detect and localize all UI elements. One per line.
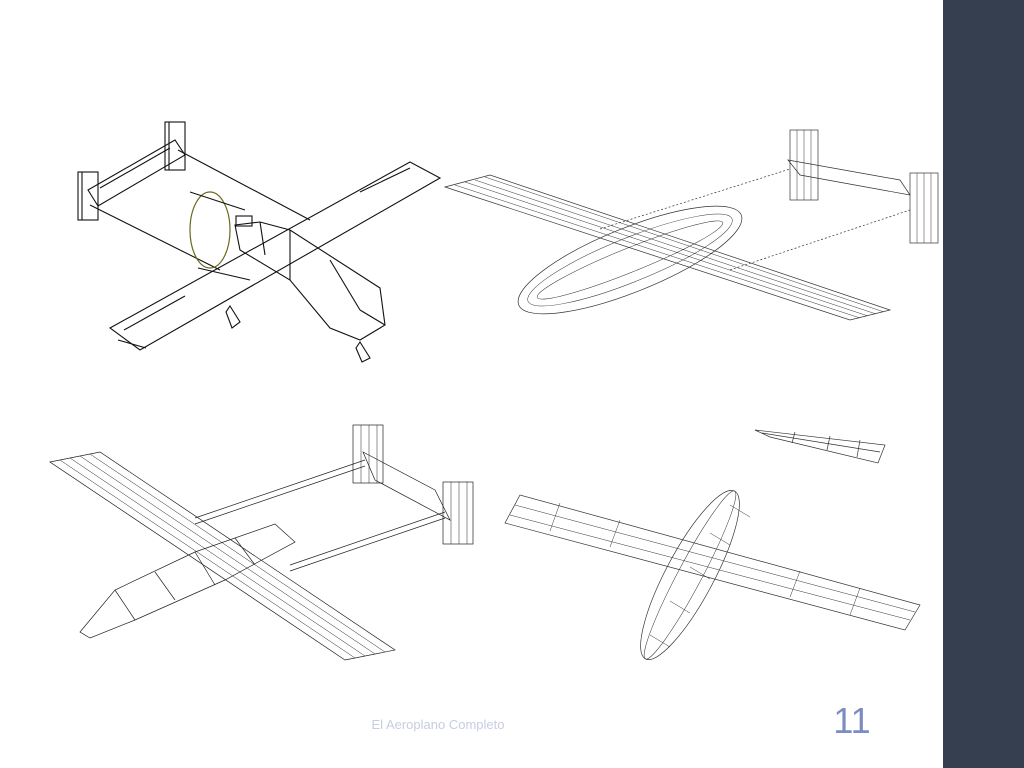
- uav-line-drawing-figure: [60, 110, 460, 380]
- uav-grid-mesh-icon: [504, 429, 921, 660]
- uav-panel-mesh-icon: [49, 424, 474, 661]
- uav-wireframe-mesh-icon: [443, 129, 939, 321]
- uav-panel-mesh-figure: [45, 420, 485, 670]
- uav-grid-mesh-figure: [500, 405, 930, 670]
- uav-wireframe-mesh-figure: [440, 125, 940, 325]
- sidebar-accent-bar: [943, 0, 1024, 768]
- footer-title: El Aeroplano Completo: [371, 717, 505, 732]
- page-number: 11: [833, 700, 871, 741]
- uav-line-drawing-icon: [77, 121, 442, 363]
